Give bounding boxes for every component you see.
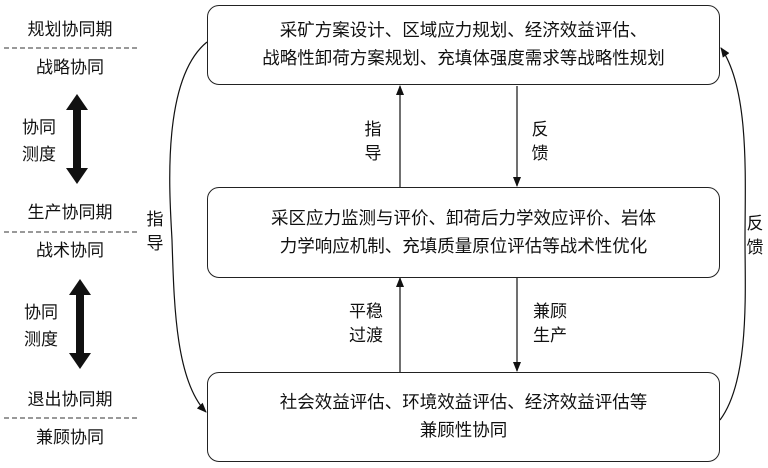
right-curve-arrow (719, 47, 746, 421)
balanced-coordination-box: 社会效益评估、环境效益评估、经济效益评估等 兼顾性协同 (207, 372, 720, 462)
tactical-optimization-box: 采区应力监测与评价、卸荷后力学效应评价、岩体 力学响应机制、充填质量原位评估等战… (207, 187, 720, 278)
label-line: 兼顾 (533, 302, 567, 322)
measure-label-2a: 协同 (24, 303, 58, 323)
box-text-line: 战略性卸荷方案规划、充填体强度需求等战略性规划 (262, 49, 665, 69)
label-line: 平稳 (349, 302, 383, 322)
measure-label-1a: 协同 (22, 118, 56, 138)
left-curve-arrow (169, 41, 208, 413)
stage-period-production: 生产协同期 (27, 203, 113, 223)
label-char: 馈 (531, 144, 549, 164)
label-char: 反 (746, 214, 764, 234)
box-text-line: 社会效益评估、环境效益评估、经济效益评估等 (279, 393, 648, 413)
strategic-planning-box: 采矿方案设计、区域应力规划、经济效益评估、 战略性卸荷方案规划、充填体强度需求等… (207, 5, 720, 85)
box-text-line: 兼顾性协同 (419, 421, 508, 441)
label-left-guide: 指导 (145, 208, 165, 256)
label-line: 生产 (533, 326, 567, 346)
box-text-line: 力学响应机制、充填质量原位评估等战术性优化 (279, 236, 648, 257)
label-char: 指 (146, 210, 164, 230)
label-right-feedback: 反馈 (745, 212, 765, 260)
label-guide-up: 指导 (363, 118, 383, 166)
stage-type-balanced: 兼顾协同 (36, 428, 104, 448)
label-char: 反 (531, 120, 549, 140)
label-feedback-down: 反馈 (530, 118, 550, 166)
label-char: 导 (364, 144, 382, 164)
measure-label-1b: 测度 (22, 145, 56, 165)
double-arrows (66, 94, 91, 369)
box-text-line: 采矿方案设计、区域应力规划、经济效益评估、 (279, 21, 648, 41)
box-text-line: 采区应力监测与评价、卸荷后力学效应评价、岩体 (271, 208, 656, 229)
stage-period-exit: 退出协同期 (27, 390, 113, 410)
label-line: 过渡 (349, 326, 383, 346)
label-smooth-transition: 平稳过渡 (346, 300, 386, 348)
measure-label-2b: 测度 (24, 330, 58, 350)
double-arrow-icon (66, 94, 88, 184)
label-balance-production: 兼顾生产 (530, 300, 570, 348)
label-char: 导 (146, 234, 164, 254)
stage-type-strategic: 战略协同 (36, 58, 104, 78)
double-arrow-icon (69, 279, 91, 369)
stage-dividers (4, 47, 138, 419)
label-char: 指 (364, 120, 382, 140)
label-char: 馈 (746, 238, 764, 258)
stage-type-tactical: 战术协同 (36, 241, 104, 261)
stage-period-planning: 规划协同期 (27, 20, 113, 40)
